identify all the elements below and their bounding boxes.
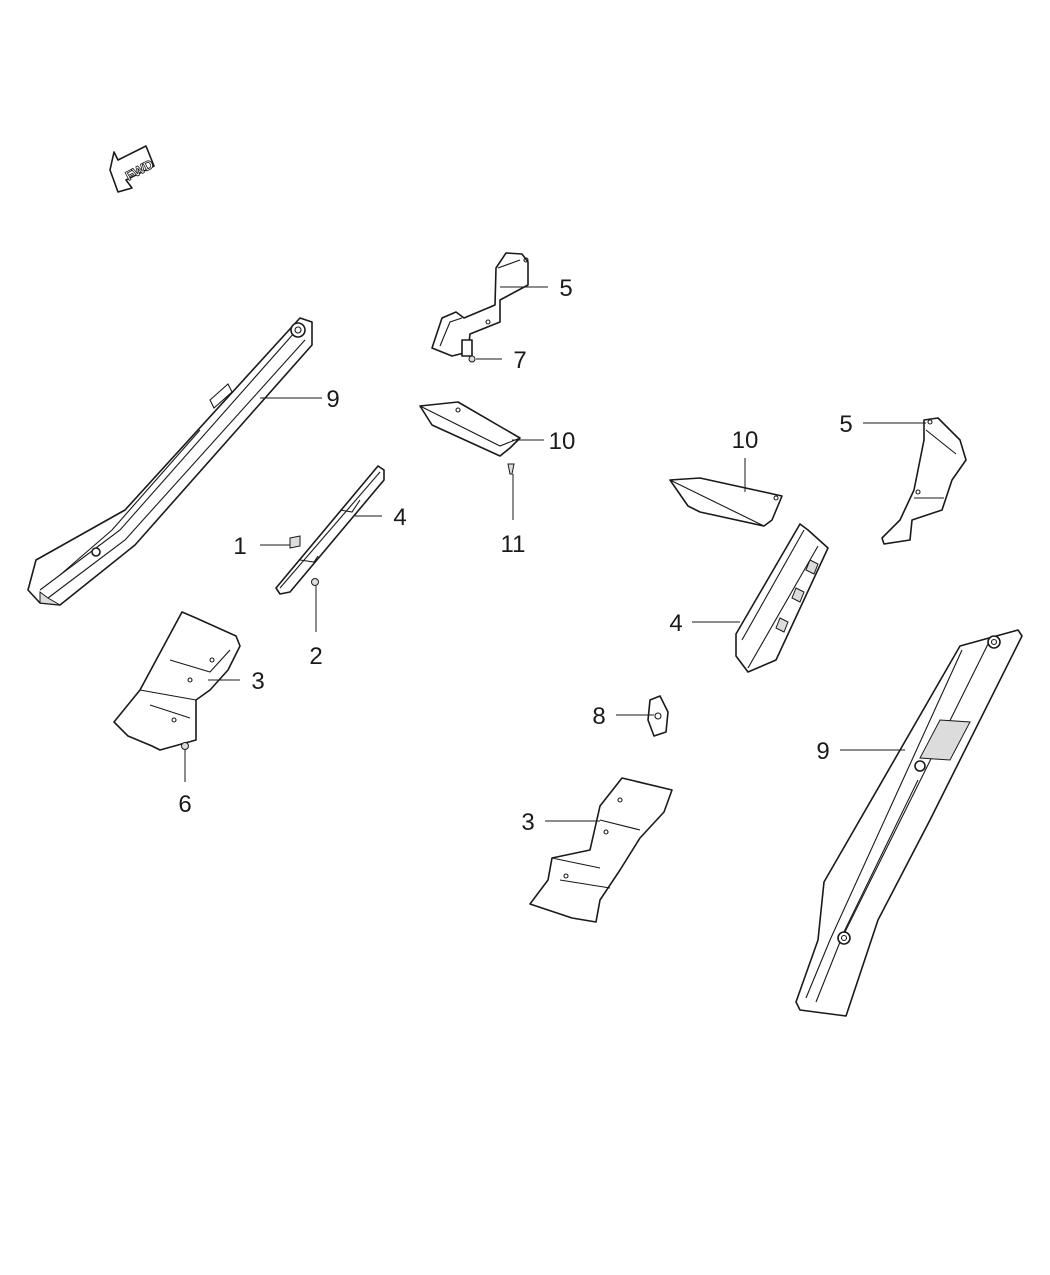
- part-7-fastener: [468, 355, 476, 363]
- part-9-left-sill-rail: [27, 317, 313, 606]
- leader-lines: [184, 286, 926, 822]
- callout-7: 7: [513, 347, 526, 374]
- part-5-upper-bracket: [431, 252, 529, 357]
- callout-1: 1: [233, 533, 246, 560]
- callout-4-right: 4: [669, 610, 682, 637]
- callout-3-left: 3: [251, 668, 264, 695]
- part-4-right-scuff-strip: [735, 523, 829, 673]
- callout-3-right: 3: [521, 809, 534, 836]
- part-1-clip: [289, 535, 301, 549]
- part-3-left-shield: [113, 611, 241, 751]
- callout-4-left: 4: [393, 504, 406, 531]
- callout-9-left: 9: [326, 386, 339, 413]
- callout-8: 8: [592, 703, 605, 730]
- part-5-right-bracket: [881, 417, 967, 545]
- callout-9-right: 9: [816, 738, 829, 765]
- part-8-clip: [647, 695, 669, 737]
- callout-labels: 1 2 3 3 4 4 5 5 6 7 8 9 9 10 10 11: [178, 275, 852, 836]
- fwd-arrow-icon: FWD: [109, 145, 156, 193]
- callout-6: 6: [178, 791, 191, 818]
- callout-2: 2: [309, 643, 322, 670]
- callout-5-right: 5: [839, 411, 852, 438]
- callout-5-left: 5: [559, 275, 572, 302]
- part-4-left-scuff-strip: [275, 465, 385, 595]
- callout-10-left: 10: [549, 428, 576, 455]
- part-10-right-trim: [669, 477, 783, 527]
- part-3-right-shield: [529, 777, 673, 923]
- callout-11: 11: [501, 531, 526, 558]
- part-2-fastener: [311, 578, 319, 586]
- callout-10-right: 10: [732, 427, 759, 454]
- part-6-fastener: [181, 742, 189, 750]
- part-9-right-sill-rail: [795, 629, 1023, 1017]
- part-10-upper-trim: [419, 401, 521, 457]
- part-11-fastener: [507, 463, 515, 475]
